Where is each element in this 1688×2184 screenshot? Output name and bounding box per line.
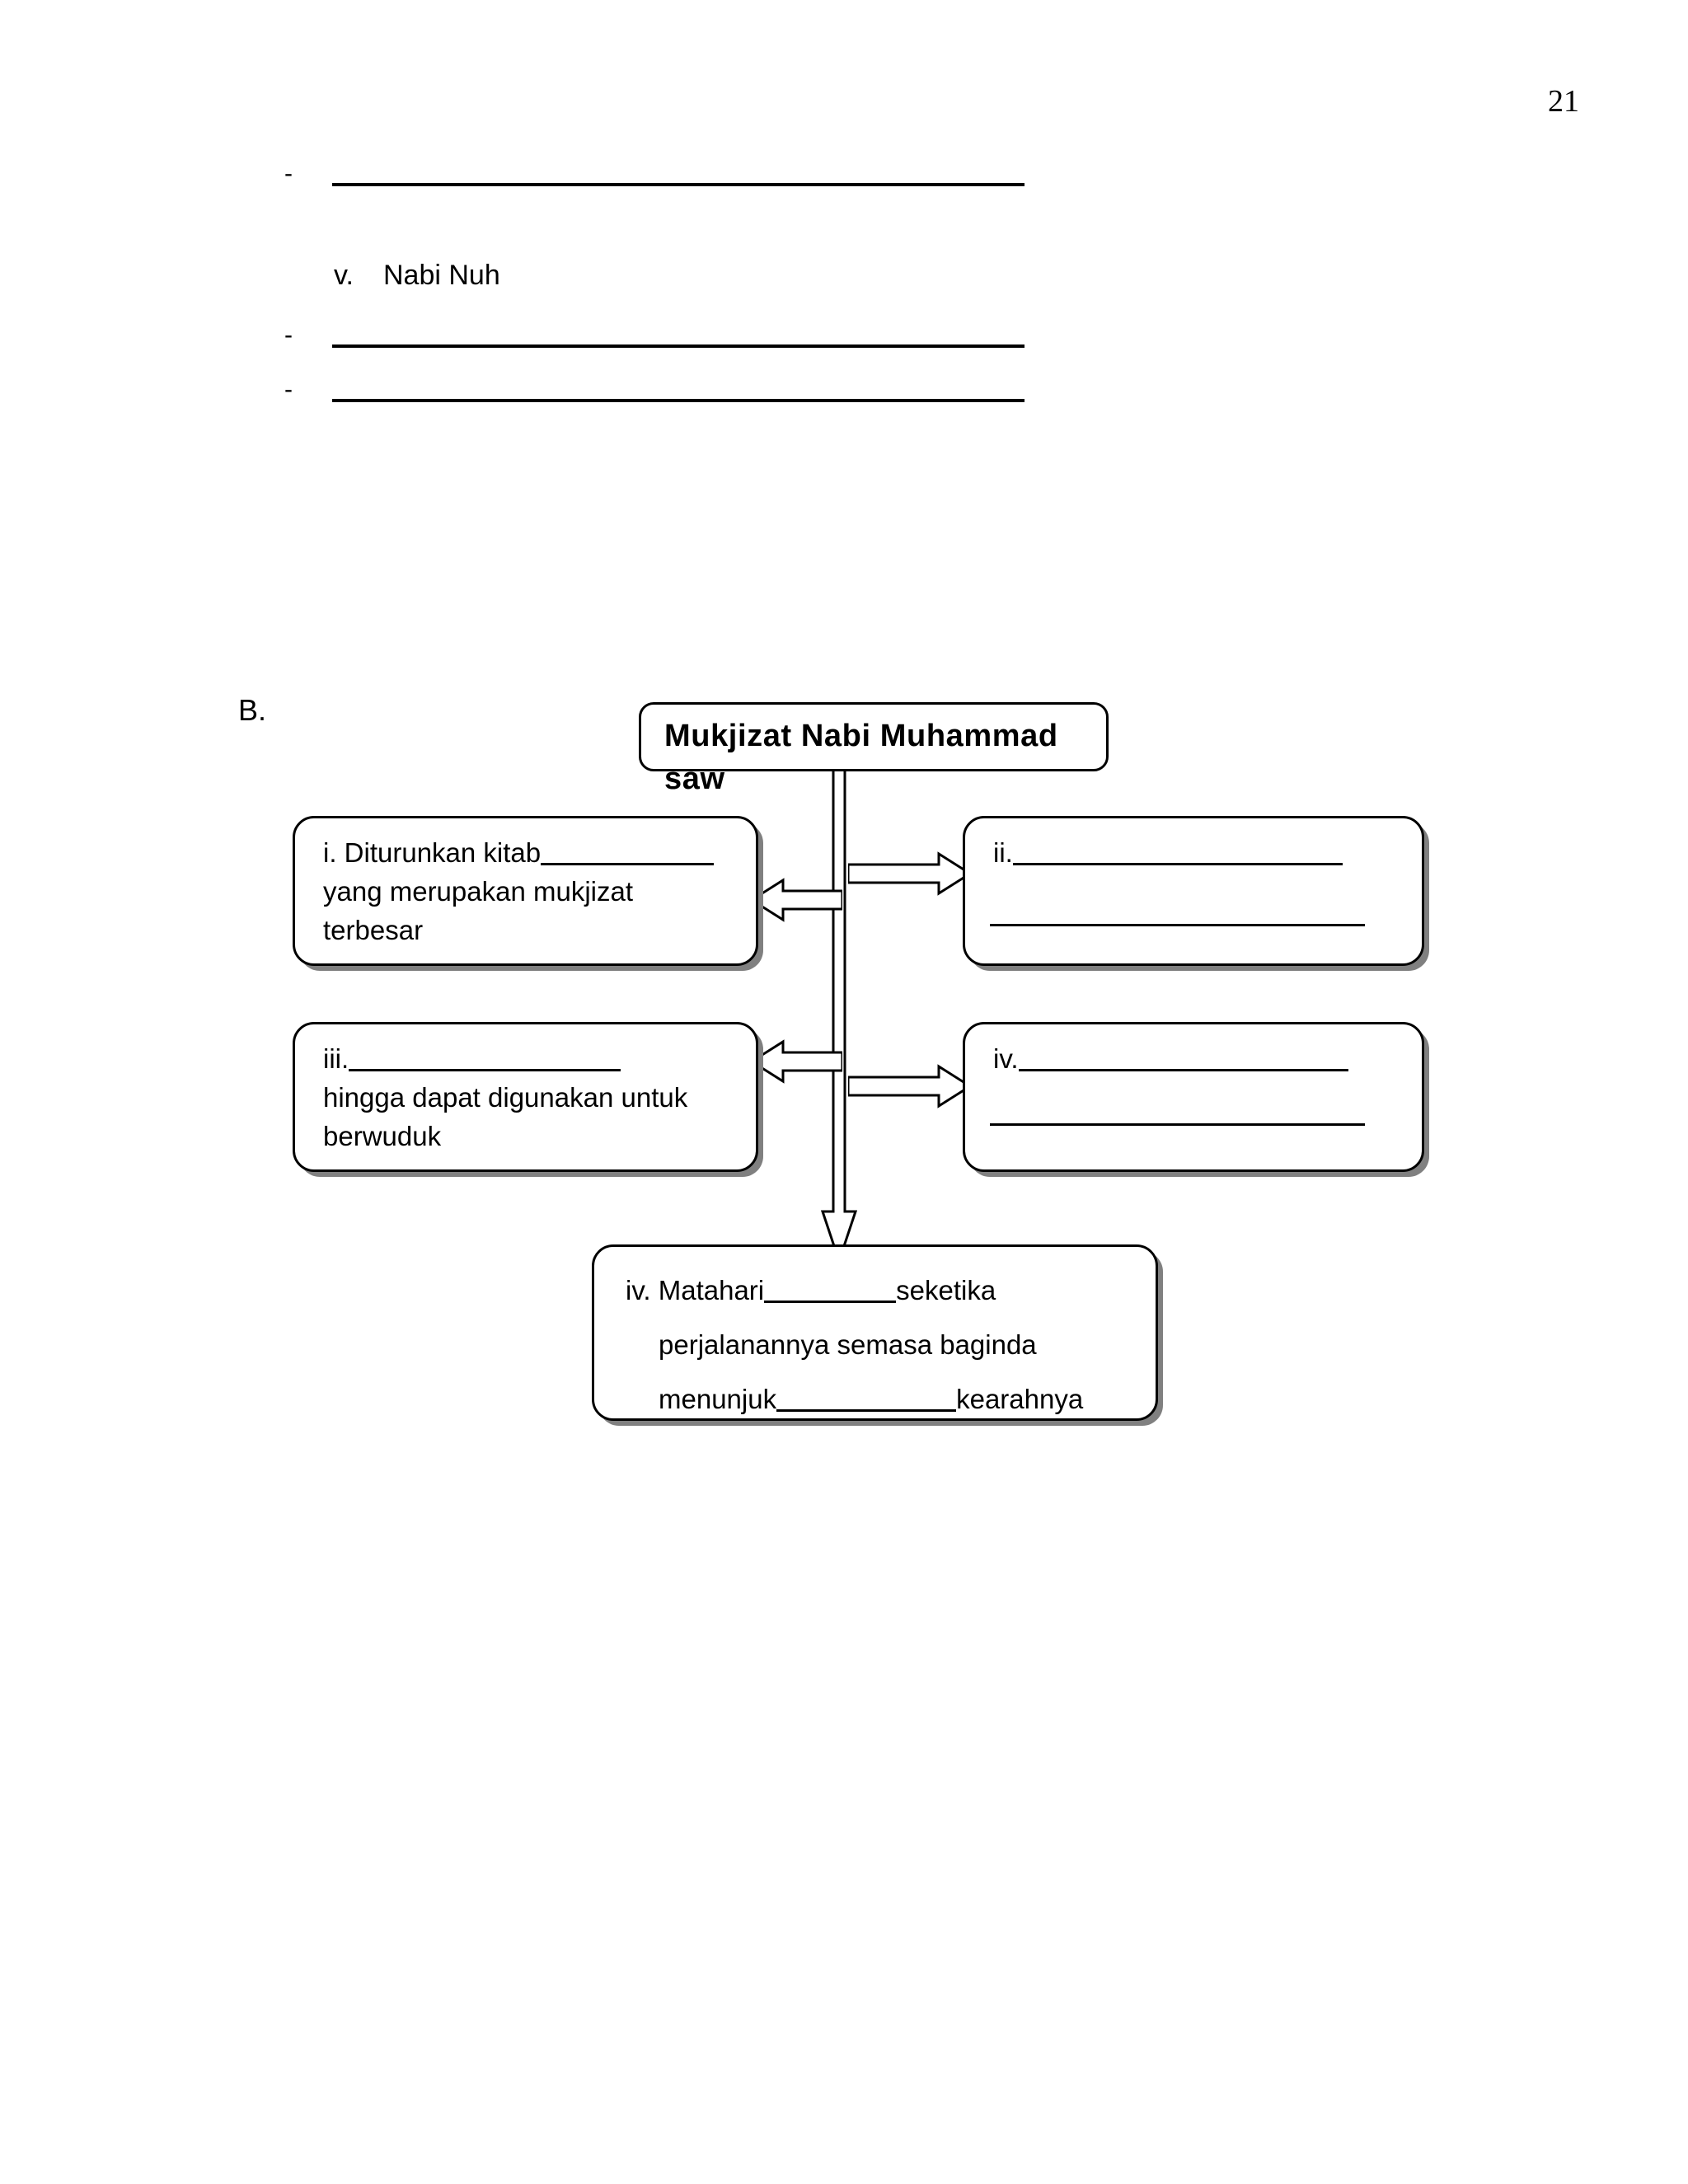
dash-bullet: - [284, 376, 293, 403]
diagram-node-ii[interactable]: ii. [963, 816, 1424, 966]
diagram-node-bottom-text: iv. Matahari seketika perjalanannya semas… [626, 1263, 1141, 1427]
dash-bullet: - [284, 160, 293, 187]
node-i-line3: terbesar [323, 915, 424, 945]
fill-in-blank[interactable] [1018, 1069, 1348, 1071]
fill-in-blank[interactable] [541, 863, 715, 865]
list-item-numeral: v. [334, 260, 354, 291]
fill-in-blank[interactable] [990, 1123, 1365, 1126]
diagram-node-ii-text: ii. [993, 833, 1404, 872]
answer-rule[interactable] [332, 344, 1025, 348]
node-iii-line2: hingga dapat digunakan untuk [323, 1082, 688, 1113]
fill-in-blank[interactable] [764, 1301, 897, 1303]
node-iv-numeral: iv. [993, 1043, 1019, 1074]
list-item-label: Nabi Nuh [383, 260, 500, 291]
diagram-node-title: Mukjizat Nabi Muhammad saw [639, 702, 1109, 796]
diagram-node-i-text: i. Diturunkan kitab yang merupakan mukji… [323, 833, 738, 949]
node-i-line1: Diturunkan kitab [344, 837, 542, 868]
arrow-left-icon [752, 875, 842, 925]
fill-in-blank[interactable] [349, 1069, 621, 1071]
diagram-node-iv-right[interactable]: iv. [963, 1022, 1424, 1172]
node-bottom-numeral: iv. [626, 1275, 651, 1305]
node-bottom-line3-a: menunjuk [659, 1384, 777, 1414]
node-i-numeral: i. [323, 837, 337, 868]
diagram-node-iii-text: iii. hingga dapat digunakan untuk berwud… [323, 1039, 738, 1155]
section-label-b: B. [238, 693, 267, 727]
fill-in-blank[interactable] [776, 1409, 957, 1412]
page-number: 21 [1548, 84, 1579, 119]
arrow-down-icon [814, 766, 864, 1261]
diagram-node-bottom[interactable]: iv. Matahari seketika perjalanannya semas… [592, 1244, 1158, 1421]
answer-rule[interactable] [332, 399, 1025, 402]
fill-in-blank[interactable] [990, 924, 1365, 926]
diagram-node-iii[interactable]: iii. hingga dapat digunakan untuk berwud… [293, 1022, 758, 1172]
node-iii-line3: berwuduk [323, 1121, 442, 1151]
node-bottom-line3-wrap: menunjuk kearahnya [626, 1372, 1141, 1427]
diagram-node-i[interactable]: i. Diturunkan kitab yang merupakan mukji… [293, 816, 758, 966]
diagram-title-text: Mukjizat Nabi Muhammad saw [664, 719, 1058, 796]
node-bottom-line2: perjalanannya semasa baginda [659, 1329, 1037, 1360]
node-iii-numeral: iii. [323, 1043, 349, 1074]
node-bottom-line1-b: seketika [896, 1275, 996, 1305]
node-ii-numeral: ii. [993, 837, 1013, 868]
list-item-nabi-nuh: v. Nabi Nuh [334, 258, 500, 293]
diagram-node-iv-right-text: iv. [993, 1039, 1404, 1078]
node-i-line2: yang merupakan mukjizat [323, 876, 634, 907]
dash-bullet: - [284, 321, 293, 349]
arrow-right-icon [848, 849, 970, 898]
fill-in-blank[interactable] [1012, 863, 1343, 865]
node-bottom-line3-b: kearahnya [956, 1384, 1084, 1414]
arrow-right-icon [848, 1062, 970, 1111]
arrow-left-icon [752, 1037, 842, 1086]
answer-rule[interactable] [332, 183, 1025, 186]
node-bottom-line1-a: Matahari [658, 1275, 765, 1305]
